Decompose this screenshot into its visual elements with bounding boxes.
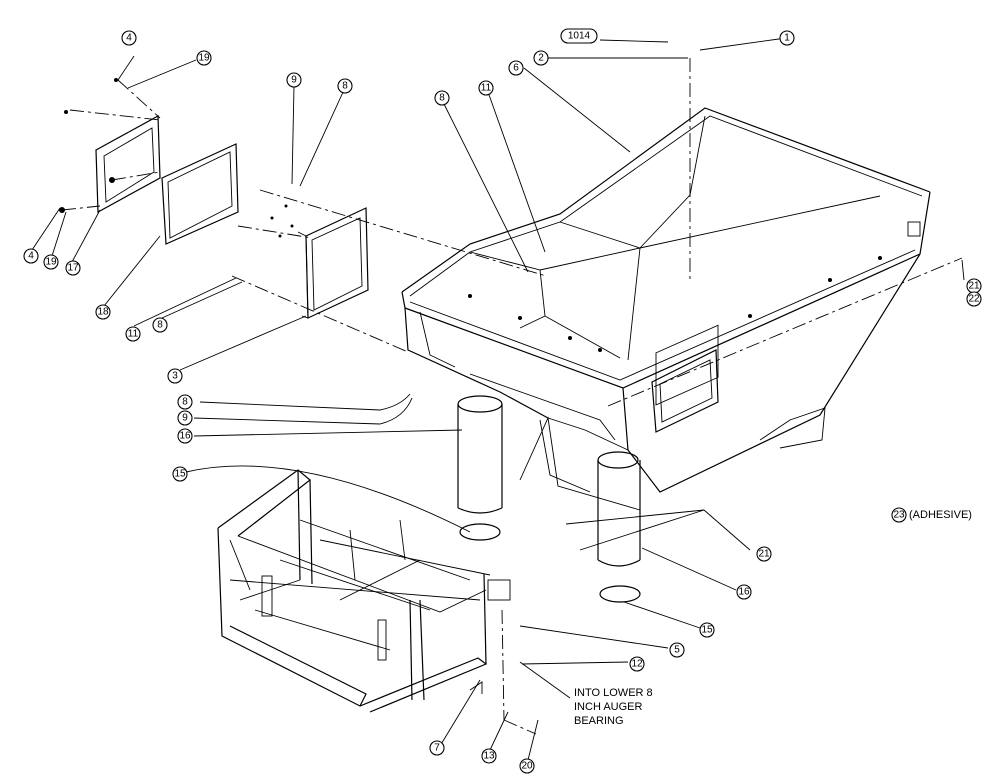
svg-text:21: 21 [968, 281, 980, 292]
svg-text:6: 6 [513, 63, 519, 74]
svg-text:4: 4 [28, 251, 34, 262]
callout-7: 7 [429, 740, 445, 756]
adhesive-note: (ADHESIVE) [909, 509, 972, 521]
svg-text:20: 20 [521, 761, 533, 772]
callout-3: 3 [167, 368, 183, 384]
svg-text:12: 12 [631, 659, 643, 670]
svg-text:8: 8 [157, 320, 163, 331]
callout-8-left: 8 [152, 317, 168, 333]
svg-text:18: 18 [97, 307, 109, 318]
callout-20: 20 [519, 758, 535, 774]
callout-4-left: 4 [23, 248, 39, 264]
tube-left [457, 395, 503, 541]
svg-text:15: 15 [174, 469, 186, 480]
svg-text:21: 21 [758, 549, 770, 560]
hopper-body [401, 107, 931, 511]
svg-text:3: 3 [172, 371, 178, 382]
callout-22: 22 [966, 291, 982, 307]
svg-text:23: 23 [893, 510, 905, 521]
svg-text:16: 16 [738, 587, 750, 598]
callout-9-top: 9 [286, 72, 302, 88]
callout-2: 2 [533, 50, 549, 66]
auger-note-line2: INCH AUGER [574, 701, 643, 713]
callout-23: 23 [891, 507, 907, 523]
svg-text:9: 9 [291, 75, 297, 86]
callout-6: 6 [508, 60, 524, 76]
callout-21-low: 21 [756, 546, 772, 562]
svg-text:8: 8 [342, 81, 348, 92]
callout-8-low: 8 [177, 394, 193, 410]
svg-text:13: 13 [483, 751, 495, 762]
svg-text:5: 5 [674, 645, 680, 656]
svg-text:1: 1 [784, 33, 790, 44]
svg-text:9: 9 [182, 413, 188, 424]
callout-4-top: 4 [121, 30, 137, 46]
callout-5: 5 [669, 642, 685, 658]
svg-text:17: 17 [67, 263, 79, 274]
callout-13: 13 [481, 748, 497, 764]
auger-note-line3: BEARING [574, 715, 624, 727]
svg-text:8: 8 [439, 93, 445, 104]
callout-21-right: 21 [966, 278, 982, 294]
svg-text:2: 2 [538, 53, 544, 64]
svg-text:1014: 1014 [568, 31, 591, 42]
svg-text:15: 15 [701, 625, 713, 636]
callout-17: 17 [65, 260, 81, 276]
callout-18: 18 [95, 304, 111, 320]
auger-note-line1: INTO LOWER 8 [574, 687, 653, 699]
svg-text:4: 4 [126, 33, 132, 44]
svg-text:16: 16 [179, 431, 191, 442]
svg-text:7: 7 [434, 743, 440, 754]
svg-text:19: 19 [198, 53, 210, 64]
callout-15-left: 15 [172, 466, 188, 482]
callout-15-right: 15 [699, 622, 715, 638]
base-frame [217, 469, 511, 713]
window-assembly [59, 78, 239, 245]
callout-8-mid: 8 [434, 90, 450, 106]
callout-1: 1 [779, 30, 795, 46]
leader-lines [31, 37, 965, 761]
tube-right [597, 451, 641, 603]
callout-11-mid: 11 [478, 80, 494, 96]
svg-text:22: 22 [968, 294, 980, 305]
svg-text:11: 11 [128, 329, 139, 340]
svg-text:19: 19 [45, 257, 57, 268]
callout-10-14: 1014 [560, 28, 598, 44]
callout-9-low: 9 [177, 410, 193, 426]
callout-8-top: 8 [337, 78, 353, 94]
svg-text:11: 11 [481, 83, 492, 94]
callout-11-left: 11 [125, 326, 141, 342]
callout-19-top: 19 [196, 50, 212, 66]
centerlines [61, 58, 963, 735]
callout-19-left: 19 [43, 254, 59, 270]
svg-text:8: 8 [182, 397, 188, 408]
callout-12: 12 [629, 656, 645, 672]
callout-16-right: 16 [736, 584, 752, 600]
access-panel [270, 204, 369, 319]
callout-16-left: 16 [177, 428, 193, 444]
